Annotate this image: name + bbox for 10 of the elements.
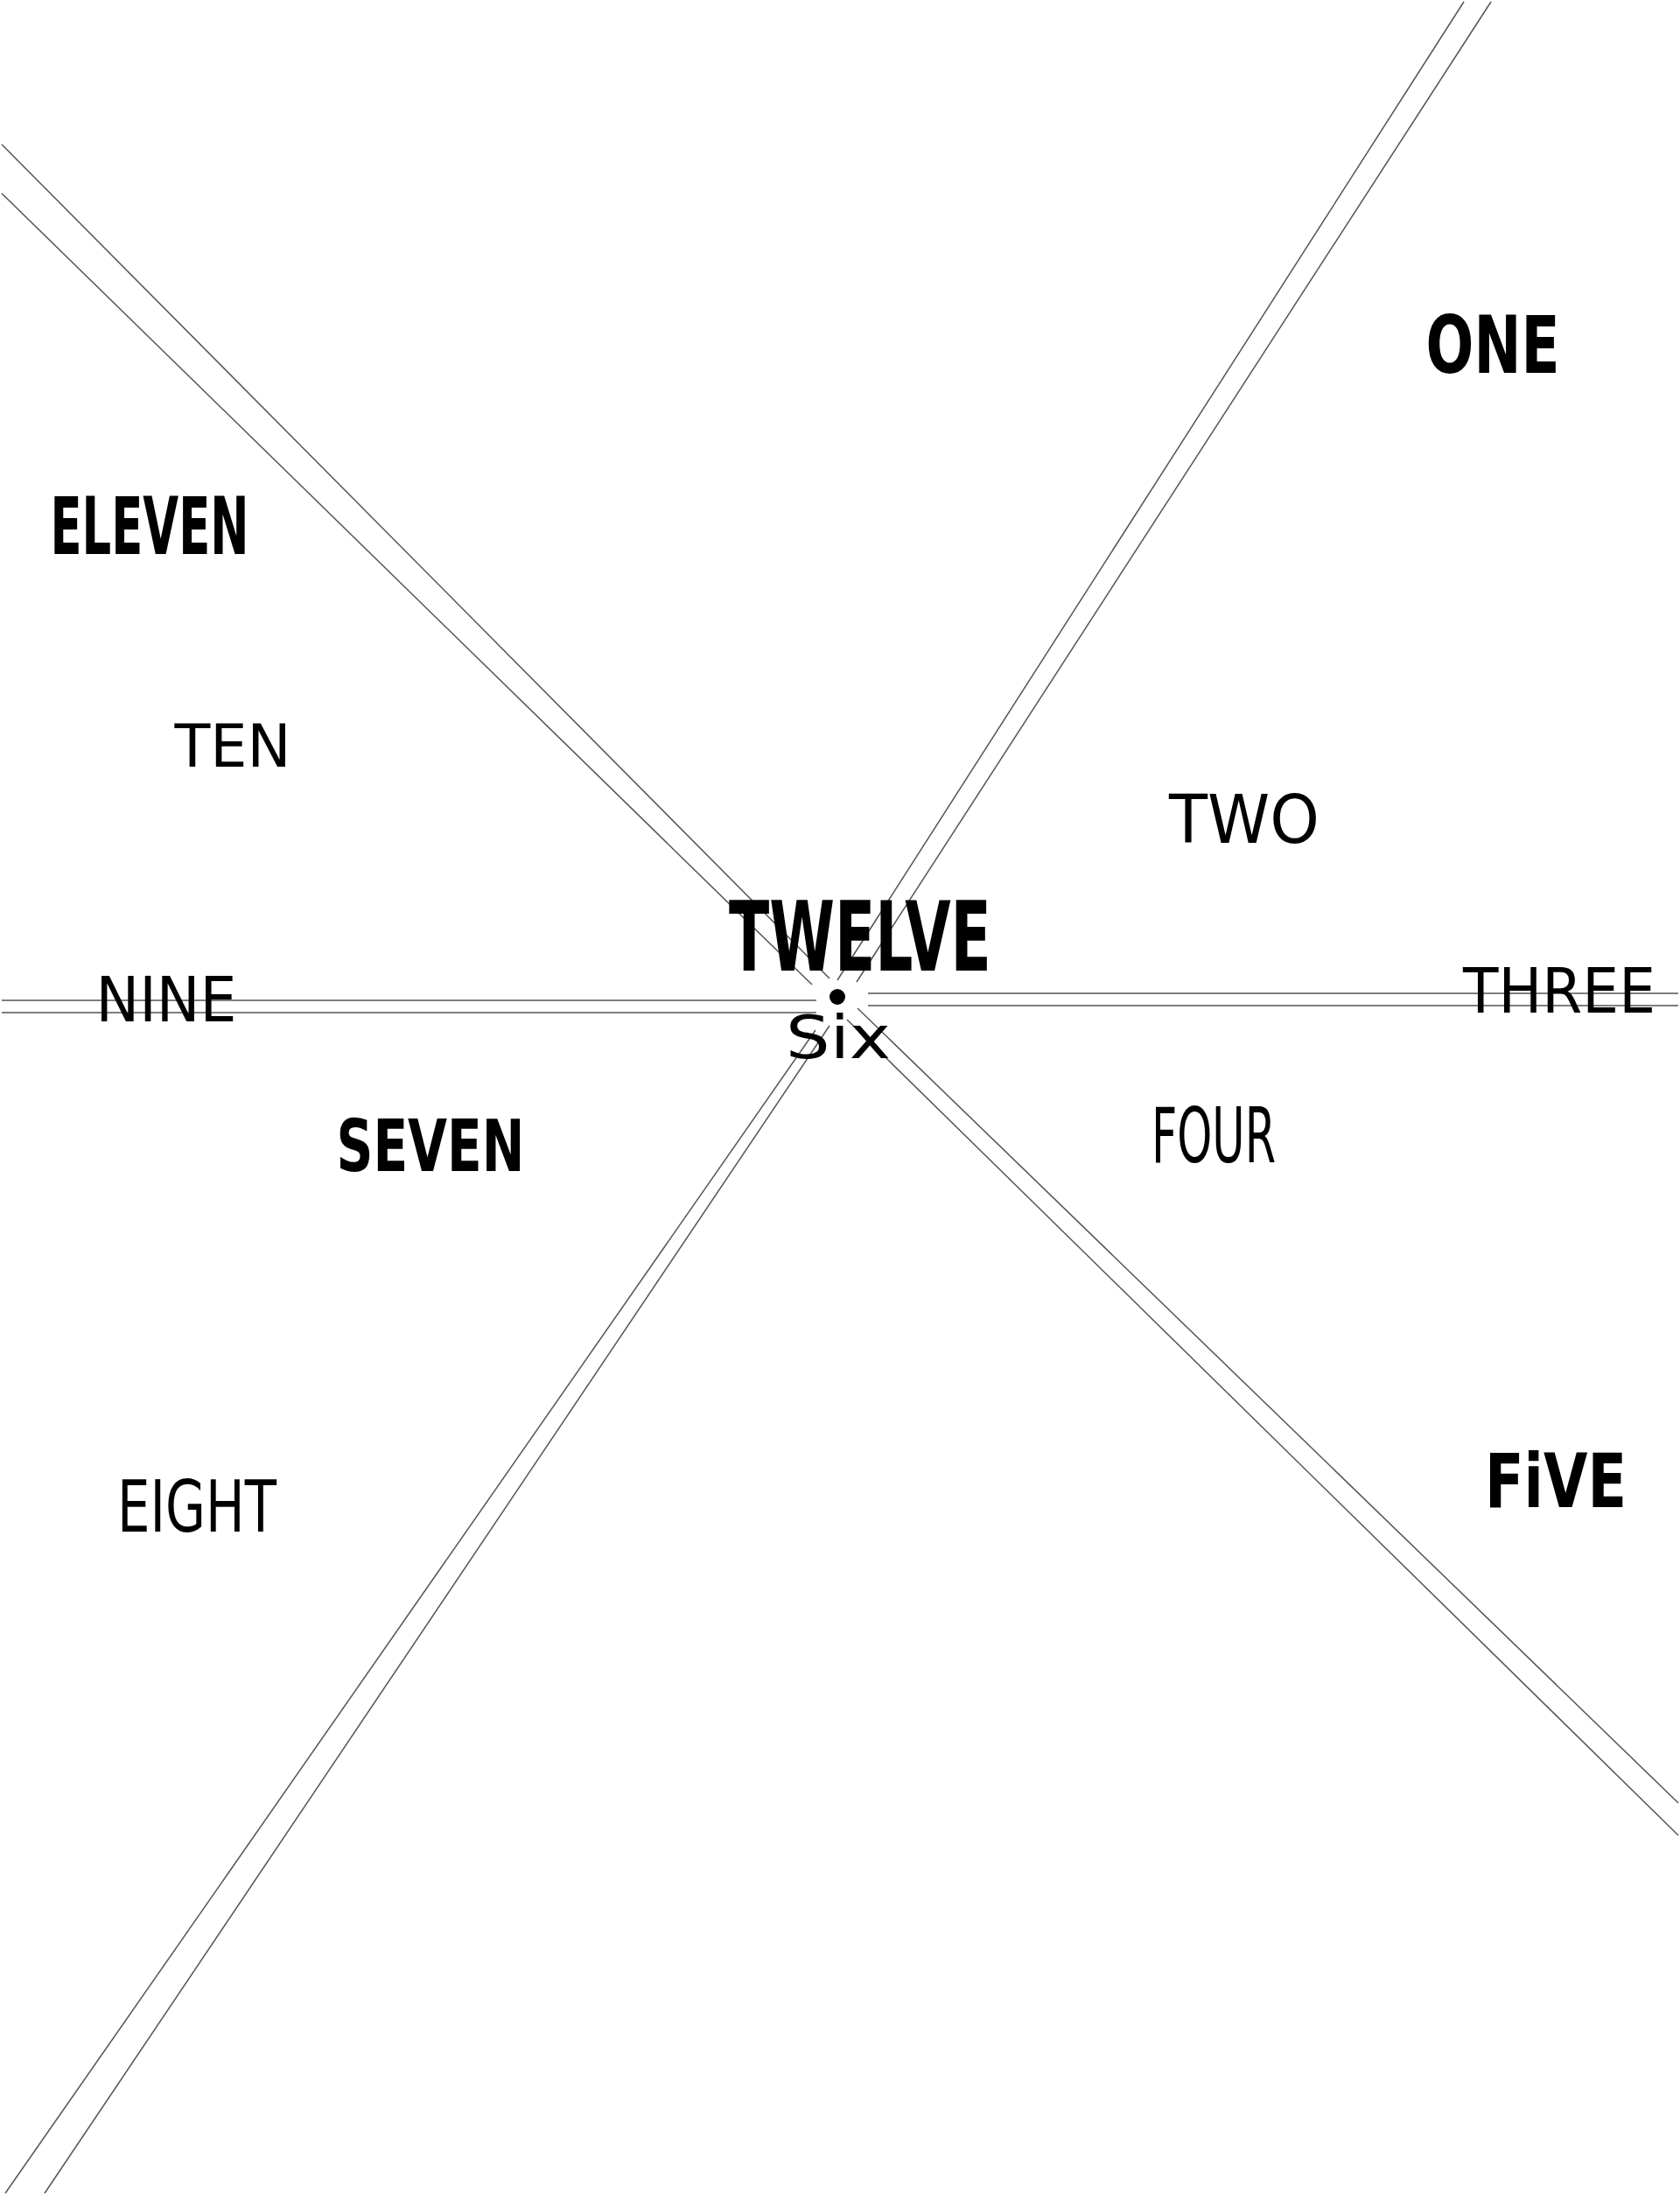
number-word: ELEVEN: [50, 487, 249, 566]
number-word: FiVE: [1484, 1443, 1628, 1518]
number-word: THREE: [1463, 959, 1656, 1022]
number-word: FOUR: [1151, 1098, 1277, 1175]
number-word: TWO: [1169, 785, 1320, 853]
number-word: ONE: [1425, 306, 1560, 385]
number-word: SEVEN: [336, 1111, 525, 1182]
number-word: NINE: [95, 968, 237, 1031]
number-word: EIGHT: [117, 1471, 276, 1543]
number-word: TEN: [174, 717, 291, 776]
